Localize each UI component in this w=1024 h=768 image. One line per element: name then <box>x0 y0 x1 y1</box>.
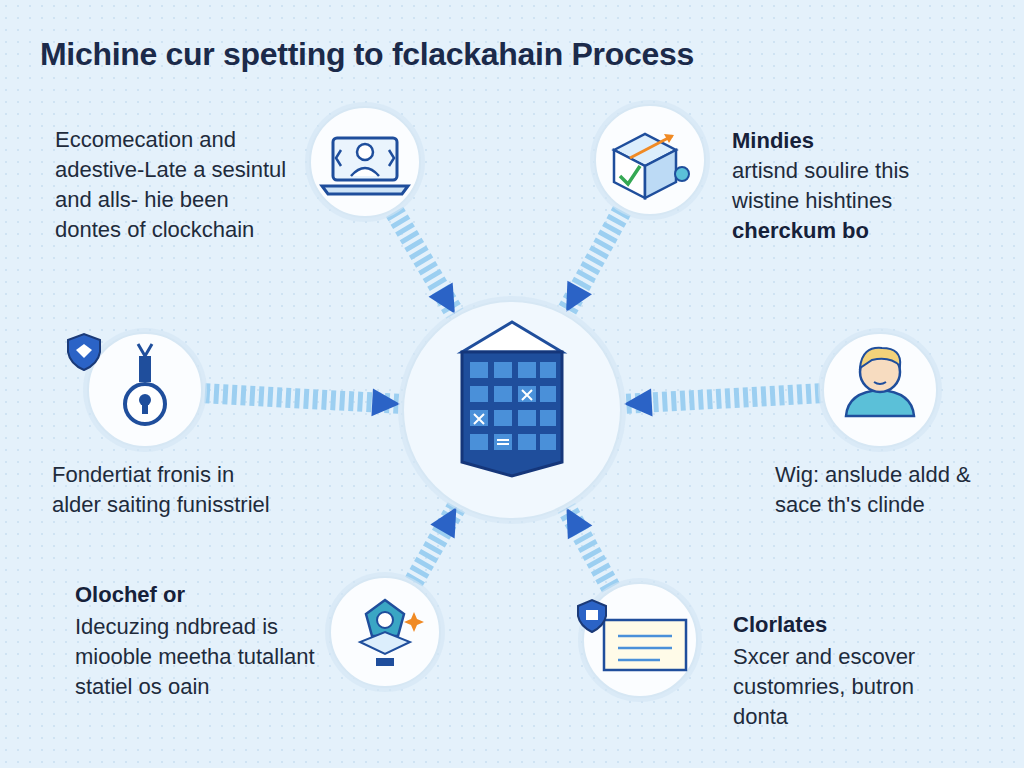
flow-arrow <box>566 211 622 312</box>
circle-glow <box>305 102 425 222</box>
hub-circle <box>402 300 622 520</box>
circle-fill <box>330 577 440 687</box>
circle-outline <box>87 332 203 448</box>
step-circle: Fondertiat fronis in alder saiting funis… <box>87 332 203 448</box>
node-heading: cherckum bo <box>732 216 972 246</box>
circle-glow <box>590 100 710 220</box>
circle-glow <box>818 328 942 452</box>
node-description: artisnd soulire this wistine hishtines <box>732 156 972 216</box>
step-circle: Eccomecation and adestive-Late a sesintu… <box>309 106 421 218</box>
circle-outline <box>594 104 706 216</box>
flow-arrow <box>395 212 455 314</box>
node-heading: Clorlates <box>733 610 963 640</box>
node-description: Wig: anslude aldd & sace th's clinde <box>775 460 985 520</box>
circle-glow <box>578 578 702 702</box>
circle-glow <box>83 328 207 452</box>
circle-glow <box>398 296 626 524</box>
circle-outline <box>402 300 622 520</box>
node-description: Eccomecation and adestive-Late a sesintu… <box>55 125 300 245</box>
circle-fill <box>403 301 621 519</box>
node-description: Sxcer and escover customries, butron don… <box>733 642 963 732</box>
node-description: Fondertiat fronis in alder saiting funis… <box>52 460 282 520</box>
shield-mark <box>76 344 92 358</box>
node-heading: Mindies <box>732 126 972 156</box>
step-circle: Olochef orIdecuzing ndbread is miooble m… <box>329 576 441 688</box>
step-circle: Mindiesartisnd soulire this wistine hish… <box>594 104 706 216</box>
circle-fill <box>310 107 420 217</box>
circle-fill <box>823 333 937 447</box>
circle-outline <box>309 106 421 218</box>
diagram-title: Michine cur spetting to fclackahain Proc… <box>40 36 1000 73</box>
flow-arrow <box>624 393 820 404</box>
node-heading: Olochef or <box>75 580 315 610</box>
circle-fill <box>88 333 202 447</box>
circle-fill <box>583 583 697 697</box>
circle-fill <box>595 105 705 215</box>
circle-outline <box>329 576 441 688</box>
circle-outline <box>822 332 938 448</box>
node-description: Idecuzing ndbread is miooble meetha tuta… <box>75 612 320 702</box>
flow-arrow <box>566 508 610 588</box>
step-circle: Wig: anslude aldd & sace th's clinde <box>822 332 938 448</box>
circle-outline <box>582 582 698 698</box>
step-circle: ClorlatesSxcer and escover customries, b… <box>582 582 698 698</box>
flow-arrow <box>205 393 400 404</box>
circle-glow <box>325 572 445 692</box>
flow-arrow <box>414 507 457 581</box>
